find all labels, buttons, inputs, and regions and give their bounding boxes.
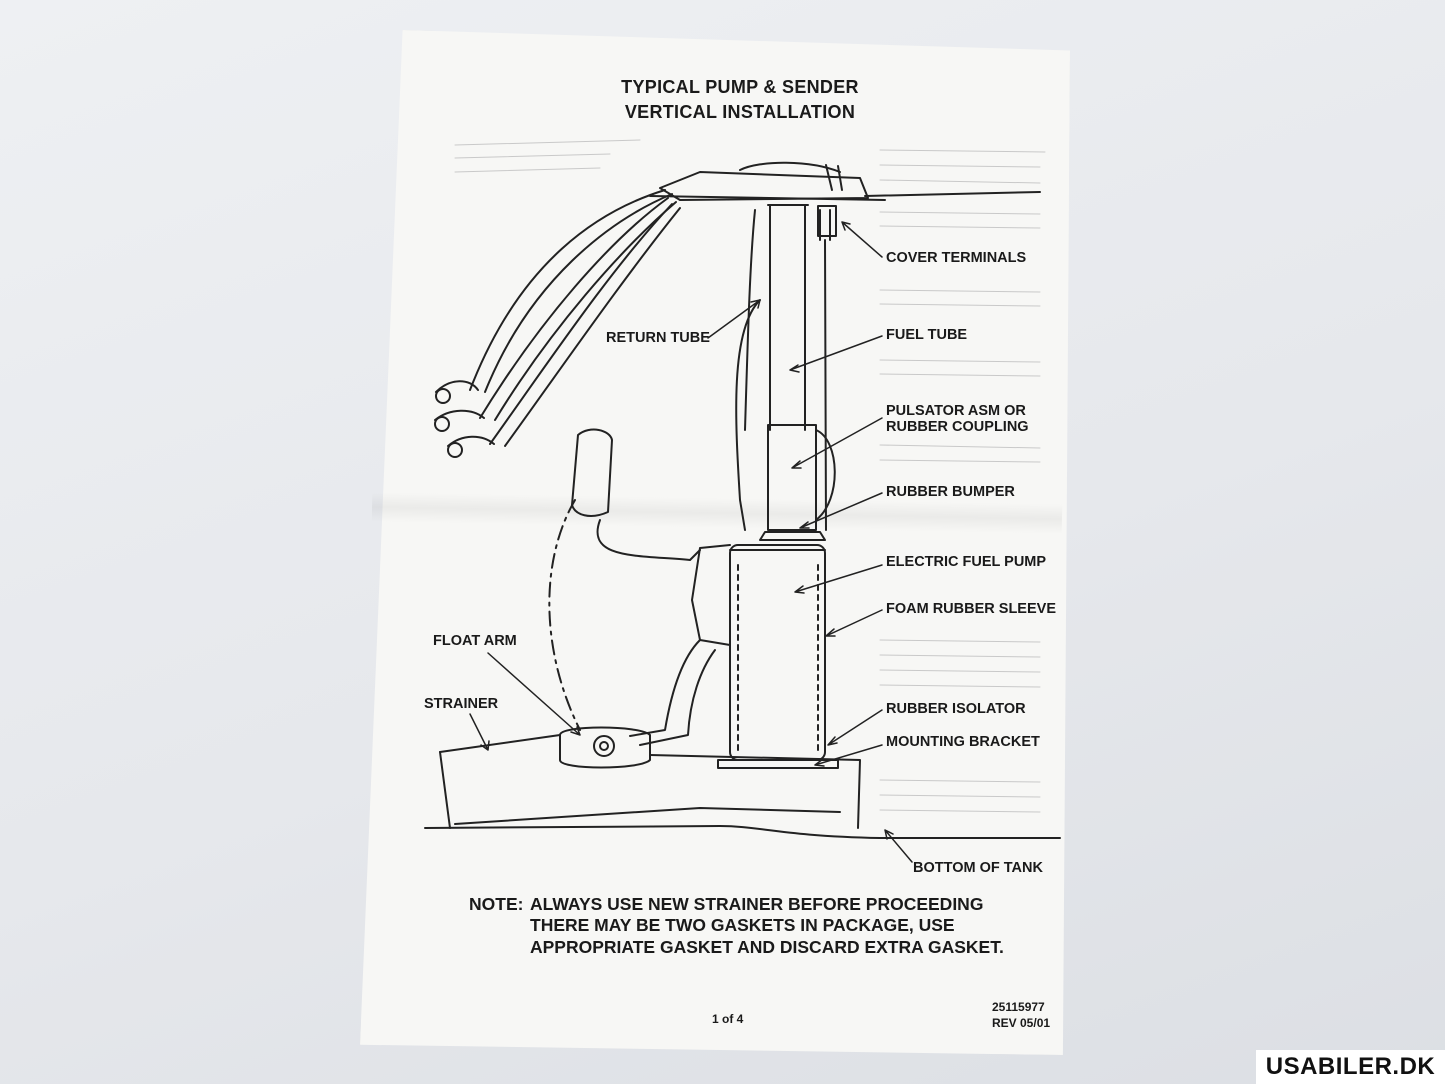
tank-wall xyxy=(439,751,451,829)
hose-2 xyxy=(479,197,677,421)
cover-terminal-block xyxy=(817,205,837,237)
float xyxy=(571,428,613,517)
label-strainer: STRAINER xyxy=(424,696,499,712)
pulsator-bulge xyxy=(815,429,836,521)
foam-sleeve-dash xyxy=(737,564,819,751)
cover-dome xyxy=(739,161,841,173)
label-pulsator-line-1: PULSATOR ASM OR xyxy=(886,403,1026,419)
strainer-pipe xyxy=(629,639,716,746)
label-mounting-bracket: MOUNTING BRACKET xyxy=(886,734,1040,750)
revision: REV 05/01 xyxy=(992,1016,1051,1030)
cover-plate xyxy=(659,171,869,201)
label-return-tube: RETURN TUBE xyxy=(606,330,710,346)
fuel-pump-body xyxy=(729,544,826,761)
watermark: USABILER.DK xyxy=(1256,1050,1445,1084)
instruction-sheet xyxy=(360,30,1070,1055)
tank-top xyxy=(439,734,861,829)
rubber-bumper xyxy=(759,531,826,541)
hose-end-3 xyxy=(447,442,463,458)
tank-bottom xyxy=(424,825,1061,839)
wire-loop xyxy=(735,299,761,531)
note-key: NOTE: xyxy=(469,894,524,914)
part-number: 25115977 xyxy=(992,1000,1045,1014)
label-pulsator-line-2: RUBBER COUPLING xyxy=(886,419,1029,435)
tank-bottom-inner xyxy=(454,807,841,825)
note-line-1: ALWAYS USE NEW STRAINER BEFORE PROCEEDIN… xyxy=(530,894,984,914)
hose-end-1 xyxy=(435,388,451,404)
label-rubber-bumper: RUBBER BUMPER xyxy=(886,484,1015,500)
label-float-arm: FLOAT ARM xyxy=(433,633,517,649)
label-rubber-isolator: RUBBER ISOLATOR xyxy=(886,701,1026,717)
cover-fitting xyxy=(825,164,843,191)
title-line-1: TYPICAL PUMP & SENDER xyxy=(621,77,859,97)
float-arm xyxy=(548,499,581,731)
label-electric-fuel-pump: ELECTRIC FUEL PUMP xyxy=(886,554,1047,570)
label-foam-rubber-sleeve: FOAM RUBBER SLEEVE xyxy=(886,601,1056,617)
sender-wire xyxy=(819,209,831,531)
hose-end-2 xyxy=(434,416,450,432)
pulsator xyxy=(767,424,817,531)
fuel-tube xyxy=(767,204,809,431)
hose-3 xyxy=(489,203,681,447)
label-fuel-tube: FUEL TUBE xyxy=(886,327,968,343)
label-bottom-of-tank: BOTTOM OF TANK xyxy=(913,860,1043,876)
faint-text-lines xyxy=(454,139,1046,813)
title-line-2: VERTICAL INSTALLATION xyxy=(624,102,856,122)
leader-lines xyxy=(469,221,913,863)
cover-flange xyxy=(649,191,1041,201)
hose-1 xyxy=(469,189,673,393)
return-tube xyxy=(744,209,756,431)
float-rod xyxy=(596,519,701,561)
mounting-bracket xyxy=(717,759,839,769)
pump-bracket xyxy=(691,544,731,646)
strainer-inlet xyxy=(593,735,615,757)
note-line-3: APPROPRIATE GASKET AND DISCARD EXTRA GAS… xyxy=(530,937,1004,957)
strainer-body xyxy=(559,726,651,769)
note-line-2: THERE MAY BE TWO GASKETS IN PACKAGE, USE xyxy=(530,915,955,935)
page-number: 1 of 4 xyxy=(712,1012,744,1026)
label-cover-terminals: COVER TERMINALS xyxy=(886,250,1027,266)
